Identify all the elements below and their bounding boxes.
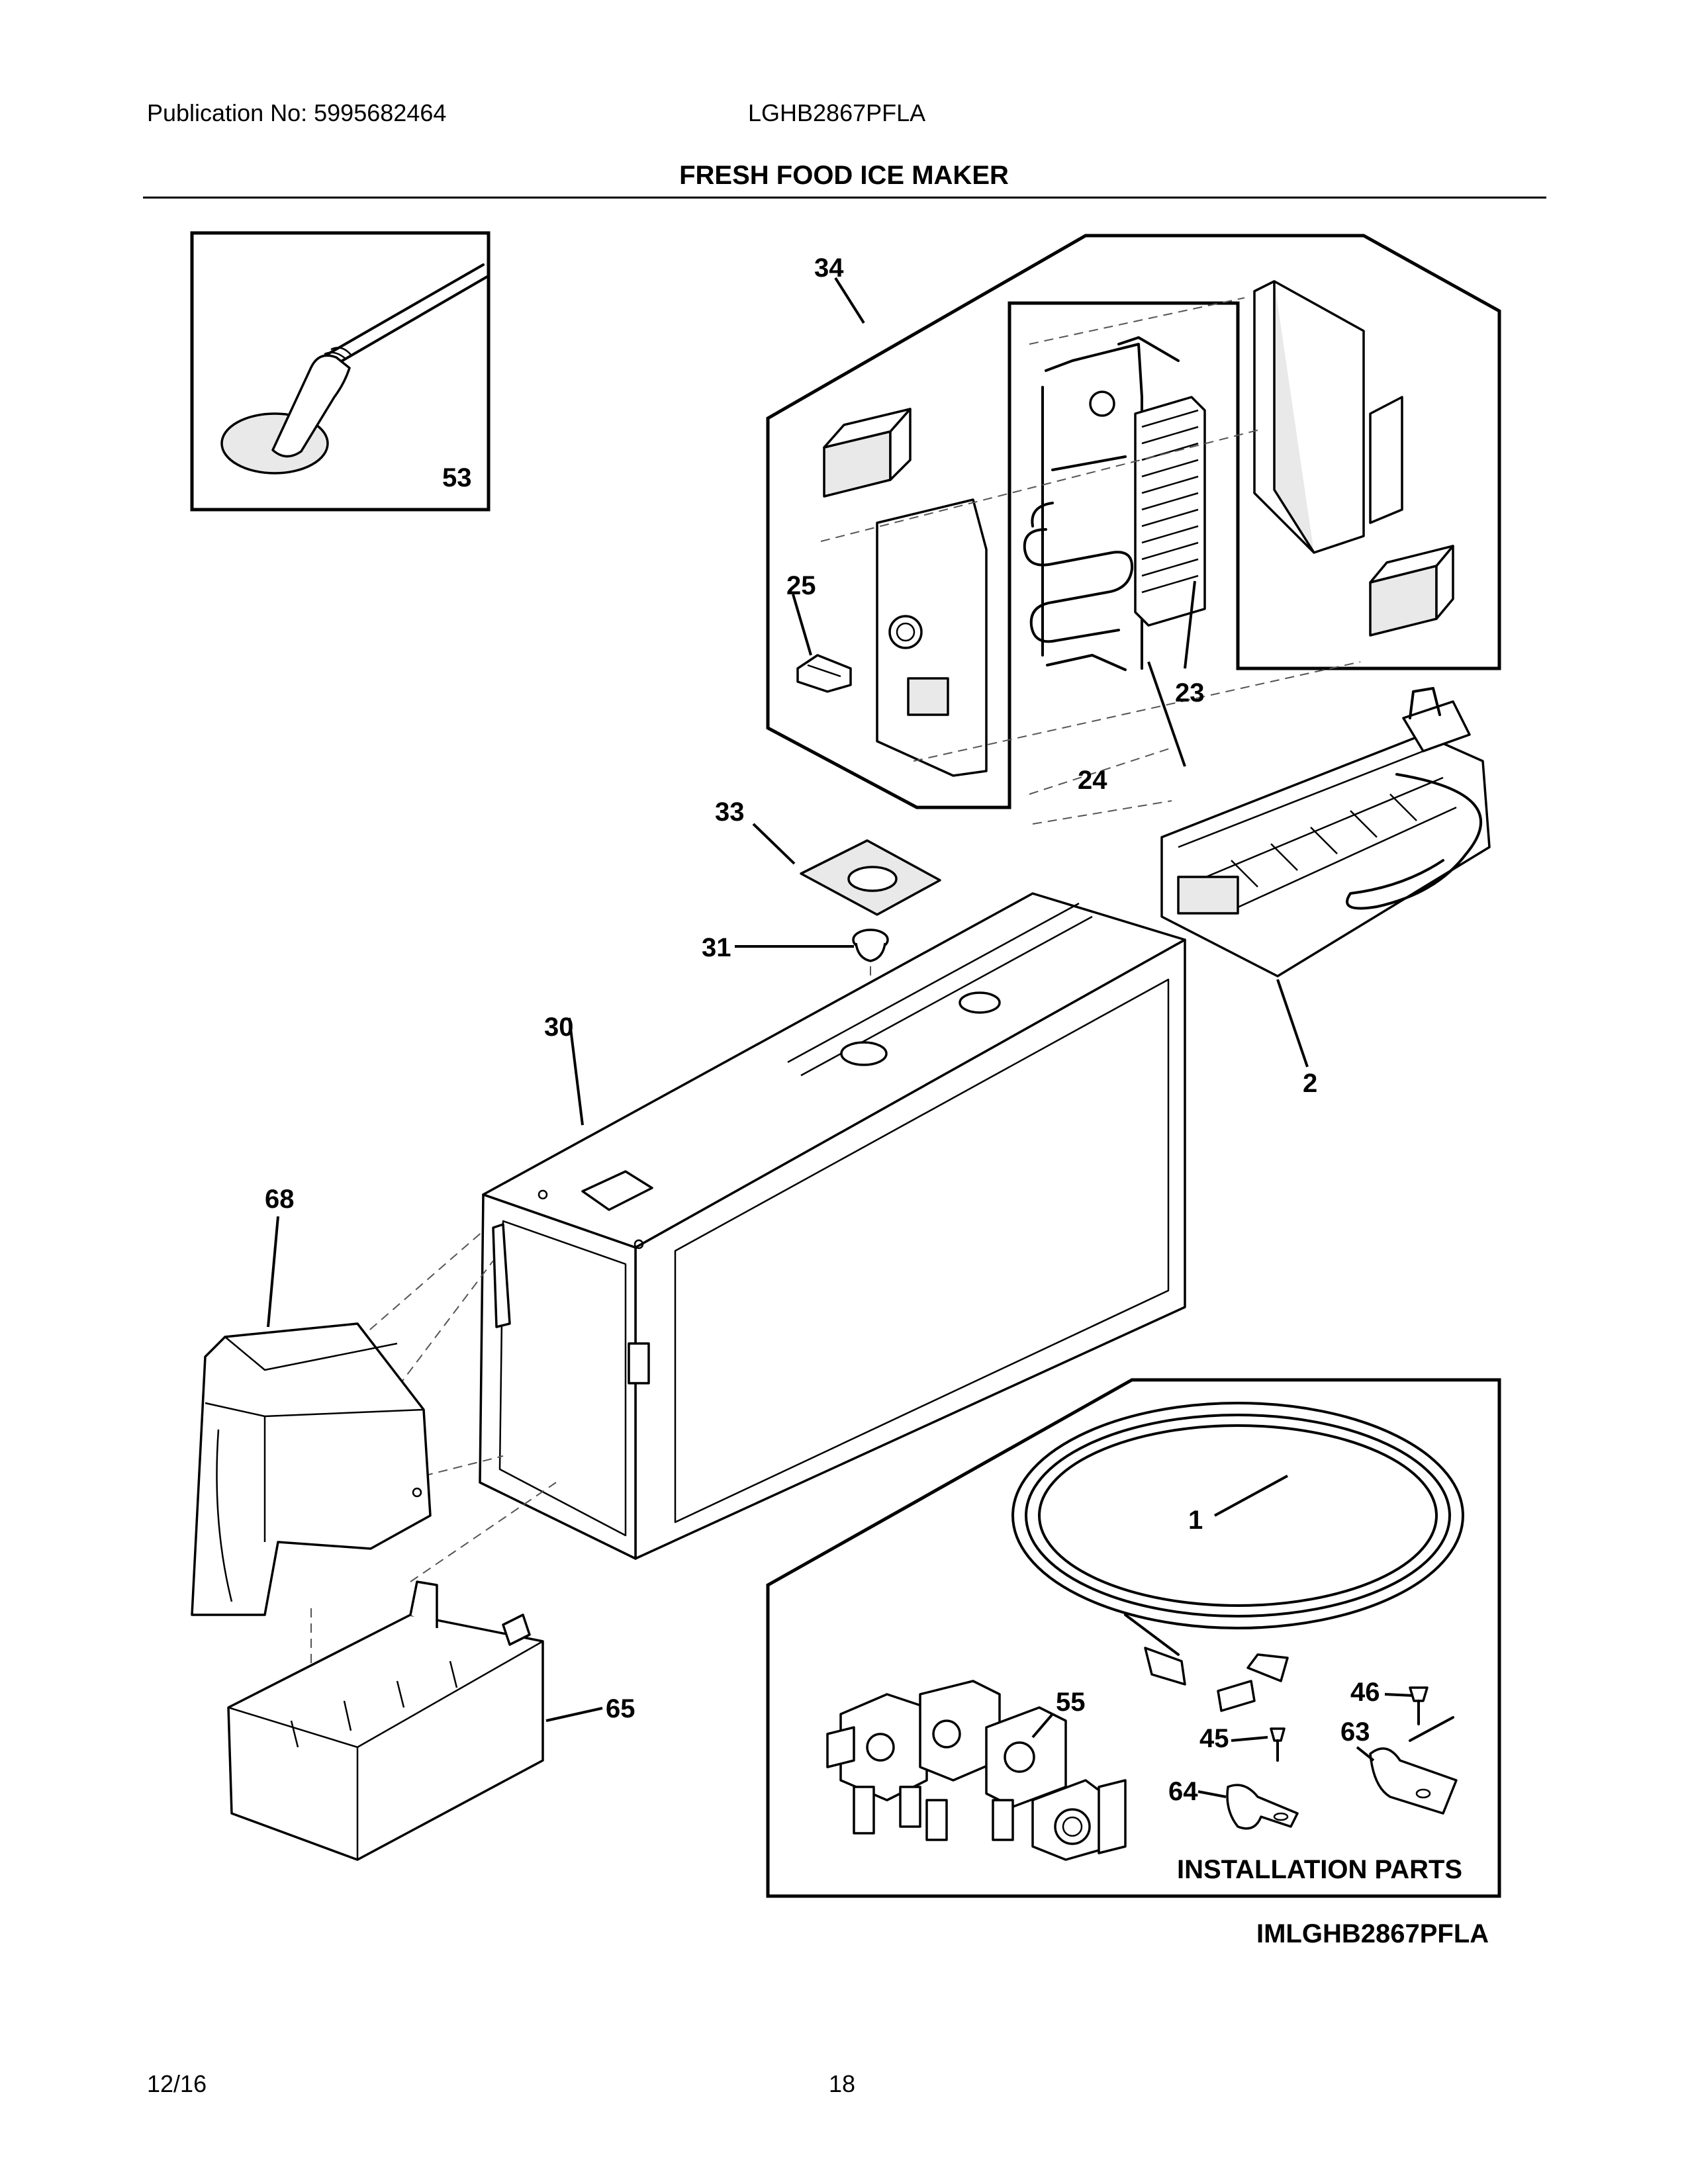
callout-1: 1	[1188, 1506, 1203, 1535]
callout-23: 23	[1175, 678, 1205, 707]
callout-31: 31	[702, 933, 731, 962]
callout-2: 2	[1303, 1069, 1317, 1098]
callout-33: 33	[715, 797, 745, 827]
leader-lines	[267, 277, 1414, 1798]
part-2-ice-maker	[1160, 687, 1491, 978]
part-64-clamp	[1226, 1784, 1299, 1830]
part-55-water-valves	[826, 1680, 1127, 1861]
installation-parts-label: INSTALLATION PARTS	[1177, 1855, 1462, 1884]
model-number: LGHB2867PFLA	[748, 99, 926, 126]
publication-number: Publication No: 5995682464	[147, 99, 447, 126]
callout-53: 53	[442, 463, 472, 492]
part-insulation-block	[1253, 280, 1403, 554]
part-evaporator-coil	[1023, 336, 1206, 671]
part-46-screw	[1409, 1686, 1429, 1725]
part-1-water-tube	[1011, 1402, 1464, 1712]
part-bracket-left	[823, 408, 912, 498]
part-68-end-cover	[191, 1322, 432, 1616]
page-title: FRESH FOOD ICE MAKER	[679, 161, 1009, 190]
part-30-housing	[479, 892, 1186, 1560]
callout-65: 65	[606, 1694, 635, 1723]
part-63-clamp	[1369, 1716, 1458, 1815]
part-33-pad	[800, 839, 941, 916]
part-bracket-right	[1369, 545, 1454, 637]
callout-30: 30	[544, 1013, 574, 1042]
header-rule	[143, 197, 1546, 199]
part-45-screw	[1270, 1727, 1286, 1762]
callout-25: 25	[786, 571, 816, 600]
callout-46: 46	[1350, 1678, 1380, 1707]
part-65-drip-tray	[227, 1580, 544, 1861]
part-31-grommet	[852, 929, 889, 962]
callout-64: 64	[1168, 1777, 1198, 1806]
callout-34: 34	[814, 253, 844, 283]
callout-24: 24	[1078, 766, 1107, 795]
callout-68: 68	[265, 1185, 295, 1214]
diagram-id: IMLGHB2867PFLA	[1256, 1919, 1489, 1948]
footer-page-number: 18	[829, 2070, 856, 2097]
callout-45: 45	[1199, 1724, 1229, 1753]
part-25-clip	[796, 654, 852, 693]
assembly-box-34	[766, 234, 1501, 809]
installation-parts-box	[766, 1378, 1501, 1898]
footer-date: 12/16	[147, 2070, 207, 2097]
callout-63: 63	[1340, 1717, 1370, 1747]
part-53-fill-tube	[220, 263, 489, 475]
part-evaporator-cover	[876, 498, 988, 777]
inset-box-53	[190, 231, 491, 512]
callout-55: 55	[1056, 1688, 1086, 1717]
